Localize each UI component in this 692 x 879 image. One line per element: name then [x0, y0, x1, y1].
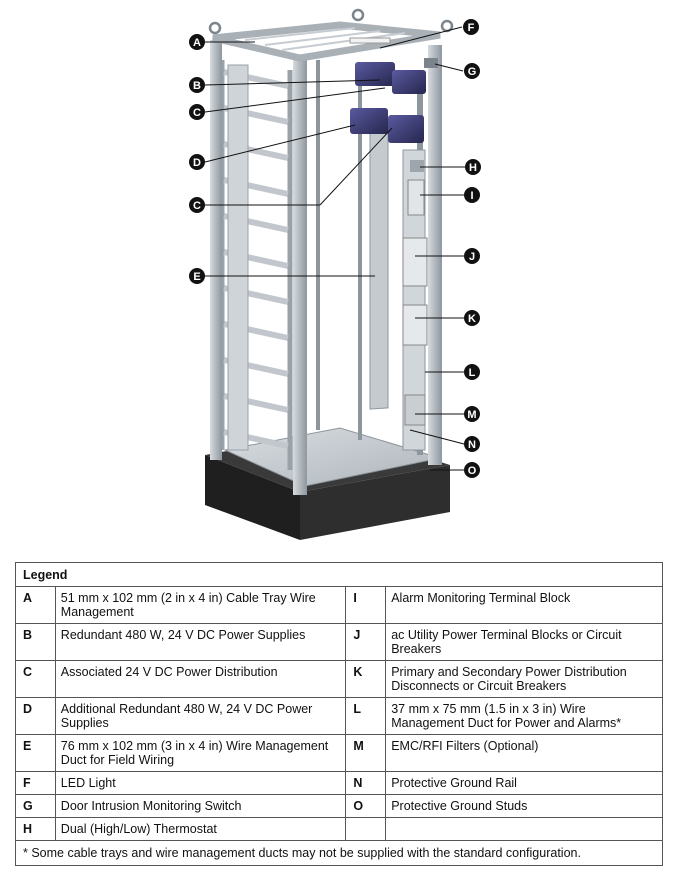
legend-key: D	[15, 697, 56, 735]
front-posts	[210, 40, 442, 495]
side-duct-panel	[227, 64, 249, 451]
top-frame-grid	[244, 27, 406, 51]
legend-key: K	[345, 660, 387, 698]
callout-a: A	[189, 34, 205, 50]
legend-description: Alarm Monitoring Terminal Block	[385, 586, 663, 624]
power-supplies-lower	[350, 108, 424, 143]
legend-description: LED Light	[54, 771, 347, 795]
callout-c-lower: C	[189, 197, 205, 213]
legend-key: O	[345, 794, 387, 818]
legend-description: Dual (High/Low) Thermostat	[54, 817, 347, 841]
svg-text:M: M	[467, 409, 476, 421]
thermostat	[410, 160, 424, 172]
callout-o: O	[464, 462, 480, 478]
legend-description: EMC/RFI Filters (Optional)	[385, 734, 663, 772]
callout-n: N	[464, 436, 480, 452]
legend-key: E	[15, 734, 56, 772]
callout-b: B	[189, 77, 205, 93]
callout-g: G	[464, 63, 480, 79]
callout-j: J	[464, 248, 480, 264]
svg-text:D: D	[193, 157, 201, 169]
svg-text:B: B	[193, 80, 201, 92]
legend-description: Additional Redundant 480 W, 24 V DC Powe…	[54, 697, 347, 735]
legend-description: ac Utility Power Terminal Blocks or Circ…	[385, 623, 663, 661]
alarm-terminal-block	[407, 179, 425, 216]
svg-text:O: O	[468, 465, 477, 477]
legend-description: Associated 24 V DC Power Distribution	[54, 660, 347, 698]
callout-markers: A B C D C E F G H I J K L M N O	[189, 19, 481, 478]
legend-description: 37 mm x 75 mm (1.5 in x 3 in) Wire Manag…	[385, 697, 663, 735]
legend-key	[345, 817, 387, 841]
leader-lines	[204, 26, 465, 471]
legend-key: F	[15, 771, 56, 795]
callout-h: H	[465, 159, 481, 175]
callout-l: L	[464, 364, 480, 380]
legend-description: Protective Ground Studs	[385, 794, 663, 818]
legend-key: L	[345, 697, 387, 735]
svg-text:K: K	[468, 313, 476, 325]
legend-footnote-row: * Some cable trays and wire management d…	[15, 840, 663, 866]
legend-key: A	[15, 586, 56, 624]
emc-filters	[404, 394, 426, 426]
svg-text:N: N	[468, 439, 476, 451]
legend-key: B	[15, 623, 56, 661]
svg-text:C: C	[193, 107, 201, 119]
power-alarm-duct	[402, 149, 426, 451]
callout-f: F	[463, 19, 479, 35]
svg-text:G: G	[468, 66, 477, 78]
legend-description: 76 mm x 102 mm (3 in x 4 in) Wire Manage…	[54, 734, 347, 772]
legend-footnote: * Some cable trays and wire management d…	[15, 840, 663, 866]
legend-header-row: Legend	[15, 562, 663, 587]
legend-key: G	[15, 794, 56, 818]
svg-text:L: L	[469, 367, 476, 379]
svg-text:C: C	[193, 200, 201, 212]
legend-key: H	[15, 817, 56, 841]
legend-title: Legend	[15, 562, 663, 587]
ac-terminal-blocks	[402, 237, 428, 287]
power-supplies-upper	[355, 62, 426, 94]
legend-description	[385, 817, 663, 841]
svg-text:F: F	[468, 22, 475, 34]
svg-text:A: A	[193, 37, 201, 49]
svg-text:H: H	[469, 162, 477, 174]
legend-description: 51 mm x 102 mm (2 in x 4 in) Cable Tray …	[54, 586, 347, 624]
legend-key: C	[15, 660, 56, 698]
top-frame	[212, 21, 441, 62]
legend-key: I	[345, 586, 387, 624]
callout-e: E	[189, 268, 205, 284]
callout-k: K	[464, 310, 480, 326]
led-light	[349, 37, 391, 44]
callout-m: M	[464, 406, 480, 422]
legend-description: Primary and Secondary Power Distribution…	[385, 660, 663, 698]
legend-key: J	[345, 623, 387, 661]
legend-key: N	[345, 771, 387, 795]
callout-c-upper: C	[189, 104, 205, 120]
legend-key: M	[345, 734, 387, 772]
svg-text:I: I	[470, 190, 473, 202]
cabinet-diagram: A B C D C E F G H I J K L M N O	[189, 8, 481, 540]
field-wiring-duct	[369, 122, 389, 410]
legend-description: Protective Ground Rail	[385, 771, 663, 795]
callout-d: D	[189, 154, 205, 170]
svg-text:E: E	[193, 271, 200, 283]
legend-description: Redundant 480 W, 24 V DC Power Supplies	[54, 623, 347, 661]
door-intrusion-switch	[424, 58, 438, 68]
callout-i: I	[464, 187, 480, 203]
svg-text:J: J	[469, 251, 475, 263]
power-disconnects	[402, 304, 428, 346]
legend-description: Door Intrusion Monitoring Switch	[54, 794, 347, 818]
